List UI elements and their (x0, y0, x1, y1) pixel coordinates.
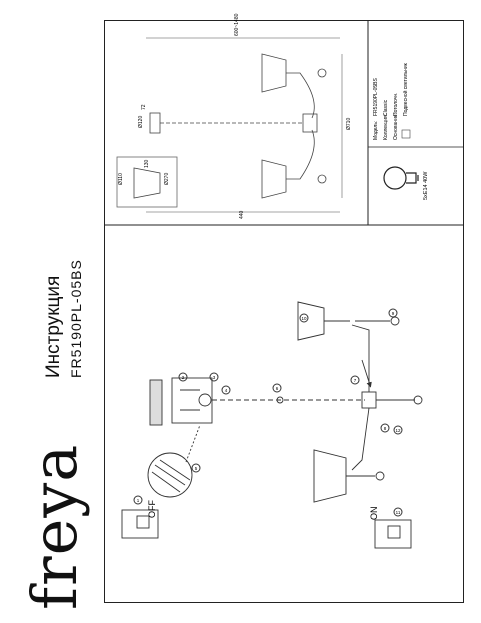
spec-model-label: Модель: (373, 121, 379, 140)
dim-shade-d: Ø270 (164, 173, 170, 185)
dim-width: 440 (239, 210, 245, 219)
spec-collection-label: Коллекция: (383, 114, 389, 140)
step-number: 5 (195, 466, 198, 471)
switch-off-box (121, 509, 159, 539)
step-badge-11 (393, 507, 403, 517)
step-number: 2 (182, 375, 185, 380)
step-badge-1 (133, 495, 143, 505)
step-badge-2 (178, 372, 188, 382)
step-badge-6 (272, 383, 282, 393)
off-label: OFF (147, 500, 157, 518)
dimension-drawing (116, 37, 343, 213)
canopy (149, 112, 161, 134)
step-number: 10 (301, 316, 307, 321)
step-number: 7 (354, 378, 357, 383)
spec-block (383, 166, 419, 190)
dim-shade-h: Ø110 (118, 173, 124, 185)
shade-lower (313, 449, 347, 503)
canopy-cup (198, 393, 212, 407)
spec-collection-value: Classic (383, 99, 389, 116)
mounting-plate (171, 377, 213, 424)
step-badge-5 (191, 463, 201, 473)
finial-top (317, 68, 327, 78)
step-number: 6 (276, 386, 279, 391)
step-badge-4 (221, 385, 231, 395)
spec-mount-value: Потолочн. (393, 92, 399, 116)
central-body (302, 113, 318, 133)
spec-type-value: Подвесной светильник (402, 62, 409, 116)
step-badge-7 (350, 375, 360, 385)
dim-total-diameter: Ø710 (346, 118, 352, 130)
switch-on-box (374, 519, 412, 549)
spec-mount-label: Основание: (393, 113, 399, 140)
step-number: 9 (392, 311, 395, 316)
step-number: 11 (396, 510, 401, 515)
step-number: 8 (384, 426, 387, 431)
step-badge-9 (388, 308, 398, 318)
ceiling-mount-icon (401, 129, 411, 139)
dim-height: 600~1480 (234, 13, 240, 36)
shade-top (261, 53, 287, 93)
ceiling-hatch (149, 379, 163, 426)
wiring-detail (147, 452, 193, 498)
step-number: 1 (137, 498, 140, 503)
step-number: 12 (395, 428, 401, 433)
dim-shade-top: 130 (144, 159, 150, 168)
spec-model-value: FR5190PL-05BS (373, 78, 379, 116)
shade-bottom (261, 159, 287, 199)
finial-bottom (317, 174, 327, 184)
instruction-frame (104, 20, 464, 603)
shade-upper (297, 301, 325, 341)
step-number: 3 (213, 375, 216, 380)
dim-canopy: Ø120 (138, 116, 144, 128)
step-badge-3 (209, 372, 219, 382)
on-label: ON (369, 507, 379, 521)
lamp-spec: 5xE14 40W (423, 171, 429, 200)
step-badge-10 (299, 313, 309, 323)
dim-small-h: 72 (141, 104, 147, 110)
step-badge-12 (393, 425, 403, 435)
bulb-icon (383, 166, 419, 190)
installation-diagram (121, 301, 423, 549)
step-badge-8 (380, 423, 390, 433)
step-number: 4 (225, 388, 228, 393)
